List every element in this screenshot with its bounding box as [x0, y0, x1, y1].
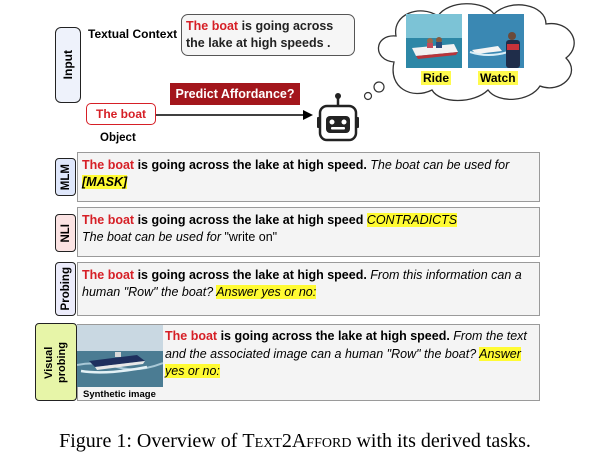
synthetic-image [76, 325, 164, 387]
context-rest: is going across [238, 19, 334, 33]
context-line2: the lake at high speeds . [186, 36, 331, 50]
textual-context-label: Textual Context [88, 27, 178, 41]
probing-subject: The boat [82, 268, 135, 282]
figure-caption: Figure 1: Overview of Text2Afford with i… [0, 430, 590, 453]
nli-tag-label: NLI [59, 223, 72, 243]
nli-subject: The boat [82, 213, 135, 227]
nli-sentence: is going across the lake at high speed [134, 213, 367, 227]
visual-probing-text: The boat is going across the lake at hig… [165, 328, 537, 381]
input-tag-label: Input [61, 50, 75, 80]
mlm-tag: MLM [55, 158, 76, 196]
caption-prefix: Figure 1: [59, 430, 137, 452]
robot-icon [317, 93, 359, 142]
context-subject: The boat [186, 19, 239, 33]
visual-subject: The boat [165, 329, 218, 343]
visual-tag-line1: Visual [43, 345, 55, 379]
nli-tag: NLI [55, 214, 76, 252]
watch-image [468, 14, 524, 68]
nli-label: CONTRADICTS [366, 213, 458, 227]
visual-prompt: From the text and the associated image c… [165, 329, 527, 361]
probing-row: The boat is going across the lake at hig… [77, 262, 540, 316]
nli-row: The boat is going across the lake at hig… [77, 207, 540, 257]
mlm-sentence: is going across the lake at high speed. [134, 158, 367, 172]
watch-label: Watch [478, 71, 518, 85]
visual-tag-line2: probing [56, 341, 68, 383]
probing-sentence: is going across the lake at high speed. [134, 268, 367, 282]
object-box: The boat [86, 103, 156, 125]
input-tag: Input [55, 27, 81, 103]
synthetic-image-caption: Synthetic image [83, 389, 156, 400]
visual-sentence: is going across the lake at high speed. [217, 329, 450, 343]
probing-prompt: From this information can a human "Row" … [82, 268, 522, 299]
probing-tag: Probing [55, 262, 76, 316]
caption-text1: Overview of [136, 430, 243, 452]
probing-answer: Answer yes or no: [216, 285, 317, 299]
object-label: Object [100, 132, 136, 144]
mlm-subject: The boat [82, 158, 135, 172]
mlm-mask: [MASK] [82, 175, 128, 189]
ride-image [406, 14, 462, 68]
caption-text2: with its derived tasks. [351, 430, 531, 452]
mlm-row: The boat is going across the lake at hig… [77, 152, 540, 202]
mlm-prompt: The boat can be used for [366, 158, 510, 172]
ride-label: Ride [421, 71, 452, 85]
mlm-tag-label: MLM [59, 163, 72, 191]
nli-hypothesis: The boat can be used for [82, 230, 225, 244]
textual-context-box: The boat is going across the lake at hig… [181, 14, 355, 56]
probing-tag-label: Probing [59, 267, 72, 311]
caption-name: Text2Afford [242, 430, 352, 452]
arrow-icon [156, 110, 313, 120]
nli-hypothesis-value: "write on" [224, 230, 278, 244]
predict-affordance-banner: Predict Affordance? [170, 83, 300, 105]
